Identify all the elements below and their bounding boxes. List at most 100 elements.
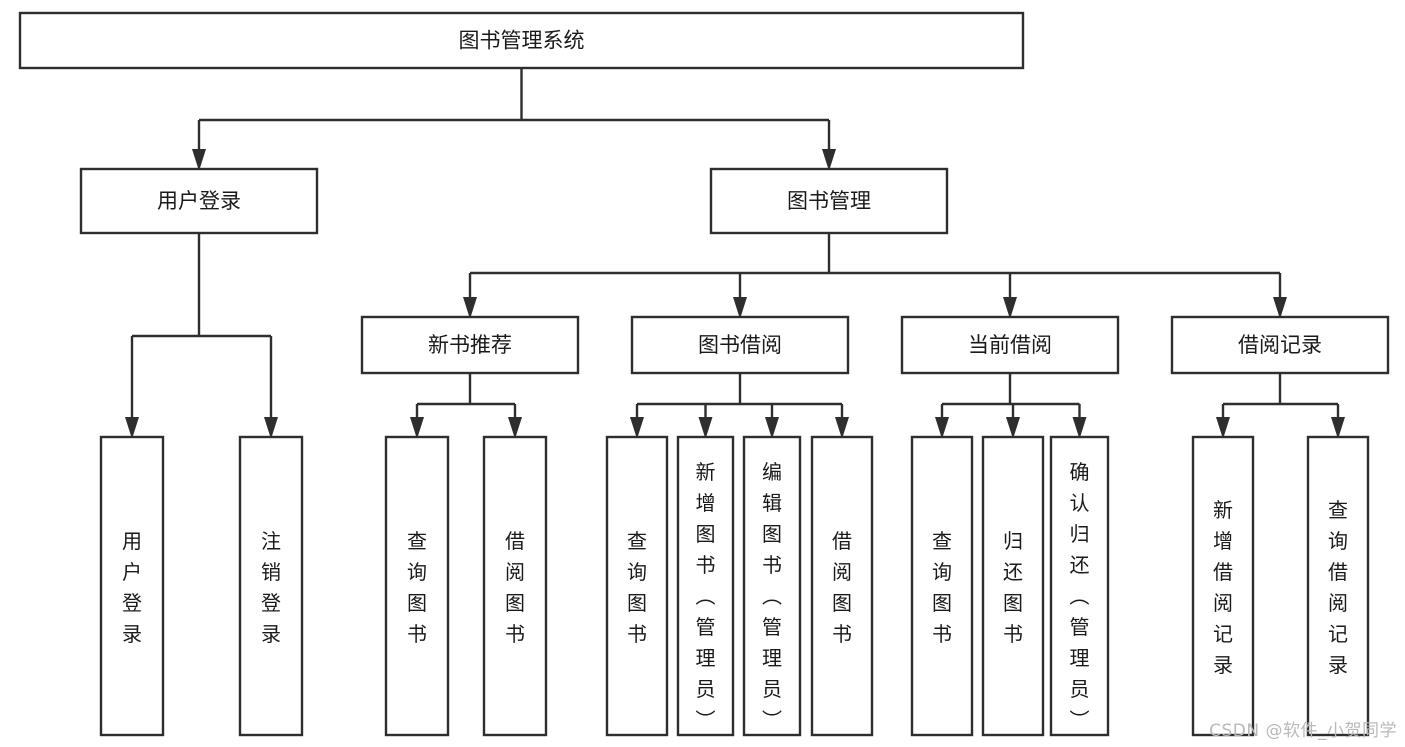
node-book-manage[interactable]: 图书管理	[709, 167, 949, 235]
node-label-book-manage: 图书管理	[787, 189, 871, 213]
label-glyph: 增	[696, 491, 716, 515]
arrow-head-icon	[1006, 417, 1020, 439]
label-glyph: 员	[1070, 677, 1090, 701]
arrow-head-icon	[835, 417, 849, 439]
node-box-leaf-query-book-cur[interactable]	[910, 435, 974, 737]
node-leaf-logout[interactable]: 注销登录	[238, 435, 304, 737]
node-box-leaf-query-book-borrow[interactable]	[605, 435, 669, 737]
label-glyph: 图	[627, 591, 647, 615]
node-box-leaf-query-book-rec[interactable]	[384, 435, 450, 737]
label-glyph: 借	[832, 529, 852, 553]
node-label-new-book-rec: 新书推荐	[428, 333, 512, 357]
arrow-head-icon	[822, 149, 836, 171]
connector-group-new-book-rec	[410, 373, 522, 439]
node-label-leaf-logout: 注销登录	[261, 529, 281, 646]
node-layer: 图书管理系统用户登录图书管理新书推荐图书借阅当前借阅借阅记录用户登录注销登录查询…	[18, 11, 1390, 737]
node-box-leaf-user-login[interactable]	[99, 435, 165, 737]
label-glyph: 管	[1070, 615, 1090, 639]
arrow-head-icon	[508, 417, 522, 439]
node-leaf-confirm-return[interactable]: 确认归还︵管理员︶	[1049, 435, 1110, 737]
label-glyph: 书	[696, 553, 716, 577]
node-leaf-query-book-borrow[interactable]: 查询图书	[605, 435, 669, 737]
label-glyph: 借	[1328, 560, 1348, 584]
label-glyph: 注	[261, 529, 281, 553]
node-box-leaf-borrow-book-rec[interactable]	[482, 435, 548, 737]
label-glyph: ︵	[762, 584, 782, 608]
label-glyph: 查	[407, 529, 427, 553]
node-leaf-borrow-book-rec[interactable]: 借阅图书	[482, 435, 548, 737]
node-label-leaf-query-book-cur: 查询图书	[932, 529, 952, 646]
node-leaf-add-record[interactable]: 新增借阅记录	[1191, 435, 1255, 737]
label-glyph: 还	[1003, 560, 1023, 584]
node-leaf-add-book[interactable]: 新增图书︵管理员︶	[676, 435, 735, 737]
label-glyph: 询	[1328, 529, 1348, 553]
label-glyph: 归	[1070, 522, 1090, 546]
node-label-root: 图书管理系统	[459, 29, 585, 53]
node-book-borrow[interactable]: 图书借阅	[630, 315, 850, 375]
node-box-leaf-edit-book[interactable]	[742, 435, 802, 737]
node-box-leaf-borrow-book[interactable]	[810, 435, 874, 737]
node-borrow-record[interactable]: 借阅记录	[1170, 315, 1390, 375]
arrow-head-icon	[1003, 297, 1017, 319]
node-new-book-rec[interactable]: 新书推荐	[360, 315, 580, 375]
node-leaf-query-book-rec[interactable]: 查询图书	[384, 435, 450, 737]
node-box-leaf-confirm-return[interactable]	[1049, 435, 1110, 737]
node-box-leaf-logout[interactable]	[238, 435, 304, 737]
node-box-leaf-return-book[interactable]	[981, 435, 1045, 737]
label-glyph: 阅	[832, 560, 852, 584]
node-label-leaf-query-record: 查询借阅记录	[1328, 498, 1348, 677]
node-box-book-manage[interactable]	[709, 167, 949, 235]
node-current-borrow[interactable]: 当前借阅	[900, 315, 1120, 375]
node-label-leaf-confirm-return: 确认归还︵管理员︶	[1070, 460, 1090, 732]
node-leaf-edit-book[interactable]: 编辑图书︵管理员︶	[742, 435, 802, 737]
label-glyph: 登	[122, 591, 142, 615]
label-glyph: 新	[1213, 498, 1233, 522]
label-glyph: 询	[407, 560, 427, 584]
label-glyph: 录	[1213, 653, 1233, 677]
label-glyph: 阅	[1328, 591, 1348, 615]
node-box-leaf-query-record[interactable]	[1306, 435, 1370, 737]
node-label-leaf-query-book-rec: 查询图书	[407, 529, 427, 646]
label-glyph: 查	[627, 529, 647, 553]
node-box-book-borrow[interactable]	[630, 315, 850, 375]
label-glyph: 员	[762, 677, 782, 701]
label-glyph: 编	[762, 460, 782, 484]
connector-group-book-borrow	[630, 373, 849, 439]
node-box-leaf-add-book[interactable]	[676, 435, 735, 737]
node-box-borrow-record[interactable]	[1170, 315, 1390, 375]
label-glyph: 图	[407, 591, 427, 615]
node-box-leaf-add-record[interactable]	[1191, 435, 1255, 737]
label-glyph: 书	[1003, 622, 1023, 646]
node-box-user-login[interactable]	[79, 167, 319, 235]
label-glyph: 阅	[505, 560, 525, 584]
node-leaf-query-book-cur[interactable]: 查询图书	[910, 435, 974, 737]
label-glyph: ︶	[696, 708, 716, 732]
node-leaf-return-book[interactable]: 归还图书	[981, 435, 1045, 737]
label-glyph: 员	[696, 677, 716, 701]
label-glyph: 理	[762, 646, 782, 670]
node-label-leaf-user-login: 用户登录	[122, 529, 142, 646]
arrow-head-icon	[935, 417, 949, 439]
node-label-current-borrow: 当前借阅	[968, 333, 1052, 357]
node-root[interactable]: 图书管理系统	[18, 11, 1025, 70]
node-leaf-user-login[interactable]: 用户登录	[99, 435, 165, 737]
arrow-head-icon	[125, 417, 139, 439]
node-leaf-borrow-book[interactable]: 借阅图书	[810, 435, 874, 737]
label-glyph: 图	[1003, 591, 1023, 615]
arrow-head-icon	[630, 417, 644, 439]
node-user-login[interactable]: 用户登录	[79, 167, 319, 235]
connector-group-current-borrow	[935, 373, 1087, 439]
label-glyph: ︶	[762, 708, 782, 732]
node-box-current-borrow[interactable]	[900, 315, 1120, 375]
connector-group-root	[192, 68, 836, 171]
label-glyph: 录	[122, 622, 142, 646]
arrow-head-icon	[698, 417, 713, 439]
node-box-new-book-rec[interactable]	[360, 315, 580, 375]
label-glyph: 确	[1070, 460, 1090, 484]
label-glyph: 增	[1213, 529, 1233, 553]
label-glyph: 询	[932, 560, 952, 584]
arrow-head-icon	[264, 417, 278, 439]
label-glyph: ︵	[1070, 584, 1090, 608]
node-leaf-query-record[interactable]: 查询借阅记录	[1306, 435, 1370, 737]
node-box-root[interactable]	[18, 11, 1025, 70]
